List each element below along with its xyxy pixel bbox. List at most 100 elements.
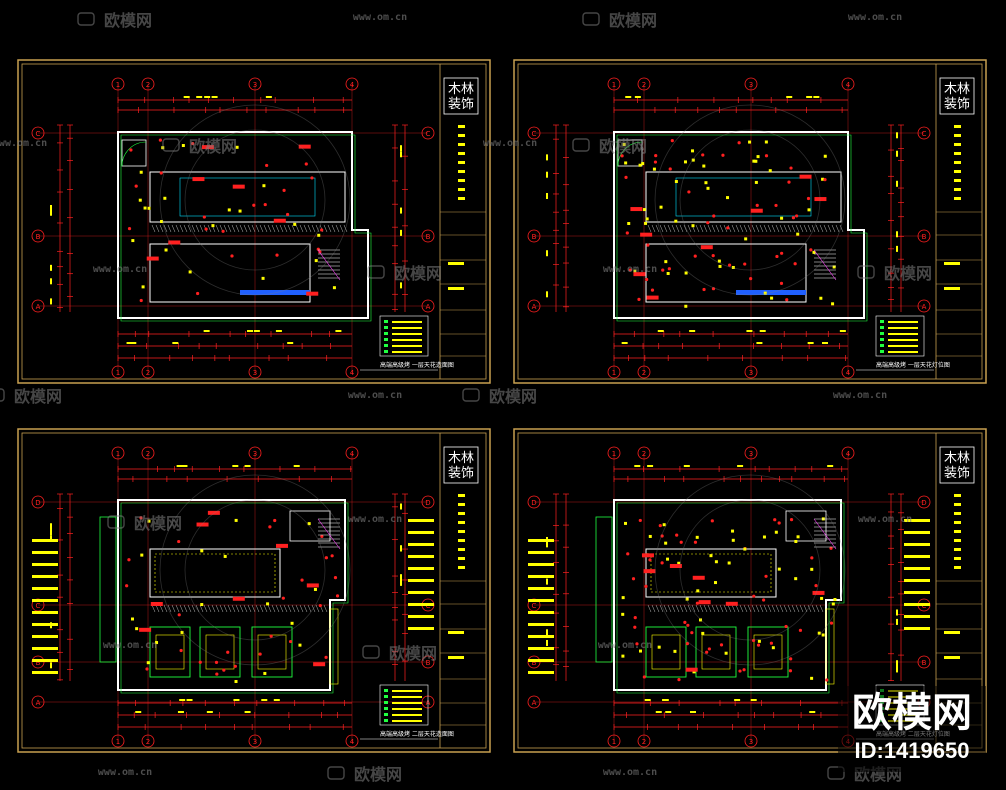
light-fixture xyxy=(202,215,206,219)
watermark-site: www.om.cn xyxy=(348,514,402,525)
axis-label: 1 xyxy=(116,738,120,746)
axis-bubble xyxy=(248,734,262,748)
side-annotation xyxy=(904,543,930,546)
axis-bubble xyxy=(744,77,758,91)
light-fixture xyxy=(711,287,716,291)
light-fixture xyxy=(821,177,825,181)
axis-bubble xyxy=(527,695,541,709)
light-fixture xyxy=(706,186,710,190)
hatch-band xyxy=(159,224,164,233)
light-fixture xyxy=(653,160,658,164)
light-fixture xyxy=(177,539,181,544)
building-inner-wall xyxy=(120,134,372,322)
watermark-brand-group: 欧模网 xyxy=(327,765,402,784)
watermark-brand-group: 欧模网 xyxy=(77,11,152,30)
hatch-band xyxy=(327,224,332,233)
hatch-band xyxy=(743,224,748,233)
watermark-brand: 欧模网 xyxy=(189,137,237,156)
axis-label: B xyxy=(426,233,431,241)
side-annotation xyxy=(528,563,554,566)
light-fixture xyxy=(650,288,655,292)
light-fixture xyxy=(652,167,656,171)
red-tag xyxy=(750,208,763,213)
hatch-band xyxy=(259,604,264,613)
hatch-band xyxy=(263,604,268,613)
side-annotation xyxy=(408,627,434,630)
side-annotation xyxy=(528,659,554,662)
side-annotation xyxy=(904,579,930,582)
axis-label: 1 xyxy=(612,738,616,746)
legend-symbol xyxy=(384,719,388,722)
dimension-text-mark xyxy=(807,342,814,344)
title-block-note xyxy=(944,656,960,659)
hatch-band xyxy=(259,224,264,233)
accent-band xyxy=(736,290,806,295)
dimension-text-mark xyxy=(644,699,651,701)
axis-bubble xyxy=(31,126,45,140)
dimension-text-mark xyxy=(546,171,548,178)
dimension-text-mark xyxy=(734,699,741,701)
dimension-text-mark xyxy=(827,465,834,467)
light-fixture xyxy=(662,523,666,527)
dimension-text-mark xyxy=(50,662,52,669)
hatch-band xyxy=(255,604,260,613)
light-fixture xyxy=(702,164,706,168)
axis-bubble xyxy=(421,229,435,243)
light-fixture xyxy=(754,159,758,163)
light-fixture xyxy=(819,296,823,300)
light-fixture xyxy=(298,643,302,647)
light-fixture xyxy=(727,561,731,565)
light-fixture xyxy=(657,645,661,649)
sheet-inner-frame xyxy=(21,432,487,749)
hatch-band xyxy=(239,224,244,233)
hatch-band xyxy=(815,224,820,233)
dimension-text-mark xyxy=(246,330,253,332)
light-fixture xyxy=(770,296,774,300)
dimension-text-mark xyxy=(400,545,402,552)
title-block-note xyxy=(448,631,464,634)
light-fixture xyxy=(684,271,688,275)
watermark-logo-icon xyxy=(367,265,385,279)
light-fixture xyxy=(263,202,267,207)
light-fixture xyxy=(324,655,328,659)
axis-bubble xyxy=(31,229,45,243)
light-fixture xyxy=(691,149,695,153)
axis-label: 3 xyxy=(253,450,257,458)
dimension-text-mark xyxy=(896,666,898,673)
light-fixture xyxy=(695,601,699,605)
hatch-band xyxy=(819,604,824,613)
light-fixture xyxy=(718,264,722,268)
hatch-band xyxy=(647,224,652,233)
light-fixture xyxy=(286,212,290,217)
axis-label: B xyxy=(36,659,41,667)
side-annotation xyxy=(528,671,554,674)
light-fixture xyxy=(831,302,835,306)
light-fixture xyxy=(823,178,827,182)
axis-bubble xyxy=(607,365,621,379)
hatch-band xyxy=(279,604,284,613)
light-fixture xyxy=(628,268,632,272)
hatch-band xyxy=(771,224,776,233)
light-fixture xyxy=(234,518,238,522)
light-fixture xyxy=(768,169,772,173)
side-annotation xyxy=(32,611,58,614)
light-fixture xyxy=(780,216,784,220)
private-room xyxy=(149,626,191,678)
dimension-text-mark xyxy=(822,342,829,344)
axis-label: 4 xyxy=(846,450,851,458)
title-block-note xyxy=(458,179,465,182)
hatch-band xyxy=(311,224,316,233)
red-tag xyxy=(201,145,214,150)
light-fixture xyxy=(332,286,336,290)
light-fixture xyxy=(633,269,637,273)
watermark-logo-icon xyxy=(162,138,180,152)
light-fixture xyxy=(666,557,670,561)
hatch-band xyxy=(655,604,660,613)
watermark-circle xyxy=(654,474,846,666)
hatch-band xyxy=(199,224,204,233)
door-swing xyxy=(617,141,643,167)
light-fixture xyxy=(135,627,139,631)
axis-bubble xyxy=(527,126,541,140)
